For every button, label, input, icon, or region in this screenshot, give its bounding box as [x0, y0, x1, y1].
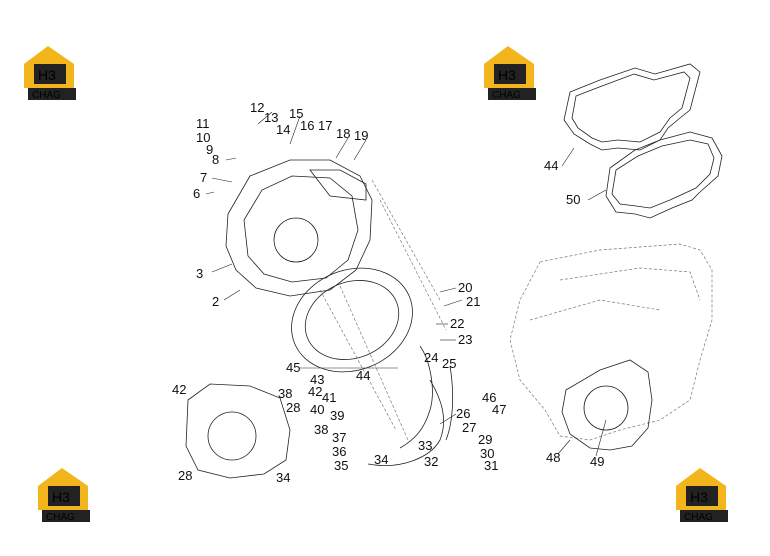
gasket-50 [563, 63, 701, 151]
svg-text:CHAG: CHAG [46, 512, 75, 523]
callout: 48 [546, 450, 560, 465]
callout: 19 [354, 128, 368, 143]
callout: 2 [212, 294, 219, 309]
flywheel-ring [291, 267, 413, 373]
callout: 34 [374, 452, 388, 467]
callout: 45 [286, 360, 300, 375]
callout: 44 [544, 158, 558, 173]
callout: 14 [276, 122, 290, 137]
svg-text:H3: H3 [498, 67, 516, 83]
callout: 37 [332, 430, 346, 445]
callout: 16 [300, 118, 314, 133]
brand-logo-bottom-left: H3 CHAG [38, 468, 90, 523]
svg-text:CHAG: CHAG [684, 512, 713, 523]
callout: 39 [330, 408, 344, 423]
leader-lines [205, 111, 607, 457]
callout: 26 [456, 406, 470, 421]
callout: 46 [482, 390, 496, 405]
callout: 49 [590, 454, 604, 469]
callout: 41 [322, 390, 336, 405]
engine-block-outline [509, 243, 713, 441]
callout: 42 [308, 384, 322, 399]
svg-text:CHAG: CHAG [492, 90, 521, 101]
callout: 47 [492, 402, 506, 417]
callout: 24 [424, 350, 438, 365]
callout: 27 [462, 420, 476, 435]
callout: 29 [478, 432, 492, 447]
brand-logo-top-right: H3 CHAG [484, 46, 536, 101]
callout: 36 [332, 444, 346, 459]
brand-logo-bottom-right: H3 CHAG [676, 468, 728, 523]
callout: 42 [172, 382, 186, 397]
callout: 38 [278, 386, 292, 401]
callout: 12 [250, 100, 264, 115]
callout: 7 [200, 170, 207, 185]
callout: 44 [356, 368, 370, 383]
callout: 8 [212, 152, 219, 167]
callout: 40 [310, 402, 324, 417]
svg-text:H3: H3 [52, 489, 70, 505]
logo-mark: H3 [38, 67, 56, 83]
callout: 30 [480, 446, 494, 461]
callout: 28 [178, 468, 192, 483]
hose-assembly [367, 345, 454, 466]
callout: 28 [286, 400, 300, 415]
callout: 18 [336, 126, 350, 141]
callout: 13 [264, 110, 278, 125]
flywheel-housing [225, 159, 373, 297]
logo-text: CHAG [32, 90, 61, 101]
brand-logo-top-left: H3 CHAG [24, 46, 76, 101]
callout: 50 [566, 192, 580, 207]
callout: 10 [196, 130, 210, 145]
callout: 31 [484, 458, 498, 473]
gasket-49 [605, 131, 723, 219]
callout: 43 [310, 372, 324, 387]
svg-text:H3: H3 [690, 489, 708, 505]
bellhousing-right [561, 359, 653, 451]
callout: 21 [466, 294, 480, 309]
callout: 34 [276, 470, 290, 485]
callout: 20 [458, 280, 472, 295]
callout: 35 [334, 458, 348, 473]
callout: 23 [458, 332, 472, 347]
bellhousing-lower-left [185, 383, 291, 479]
callout: 17 [318, 118, 332, 133]
dashed-leaders [319, 179, 447, 441]
callout: 3 [196, 266, 203, 281]
callout-labels: 2 3 6 7 8 9 10 11 12 13 14 15 16 17 18 1… [172, 100, 604, 485]
callout: 22 [450, 316, 464, 331]
callout: 32 [424, 454, 438, 469]
callout: 33 [418, 438, 432, 453]
callout: 6 [193, 186, 200, 201]
callout: 25 [442, 356, 456, 371]
callout: 38 [314, 422, 328, 437]
callout: 9 [206, 142, 213, 157]
callout: 11 [196, 116, 210, 131]
